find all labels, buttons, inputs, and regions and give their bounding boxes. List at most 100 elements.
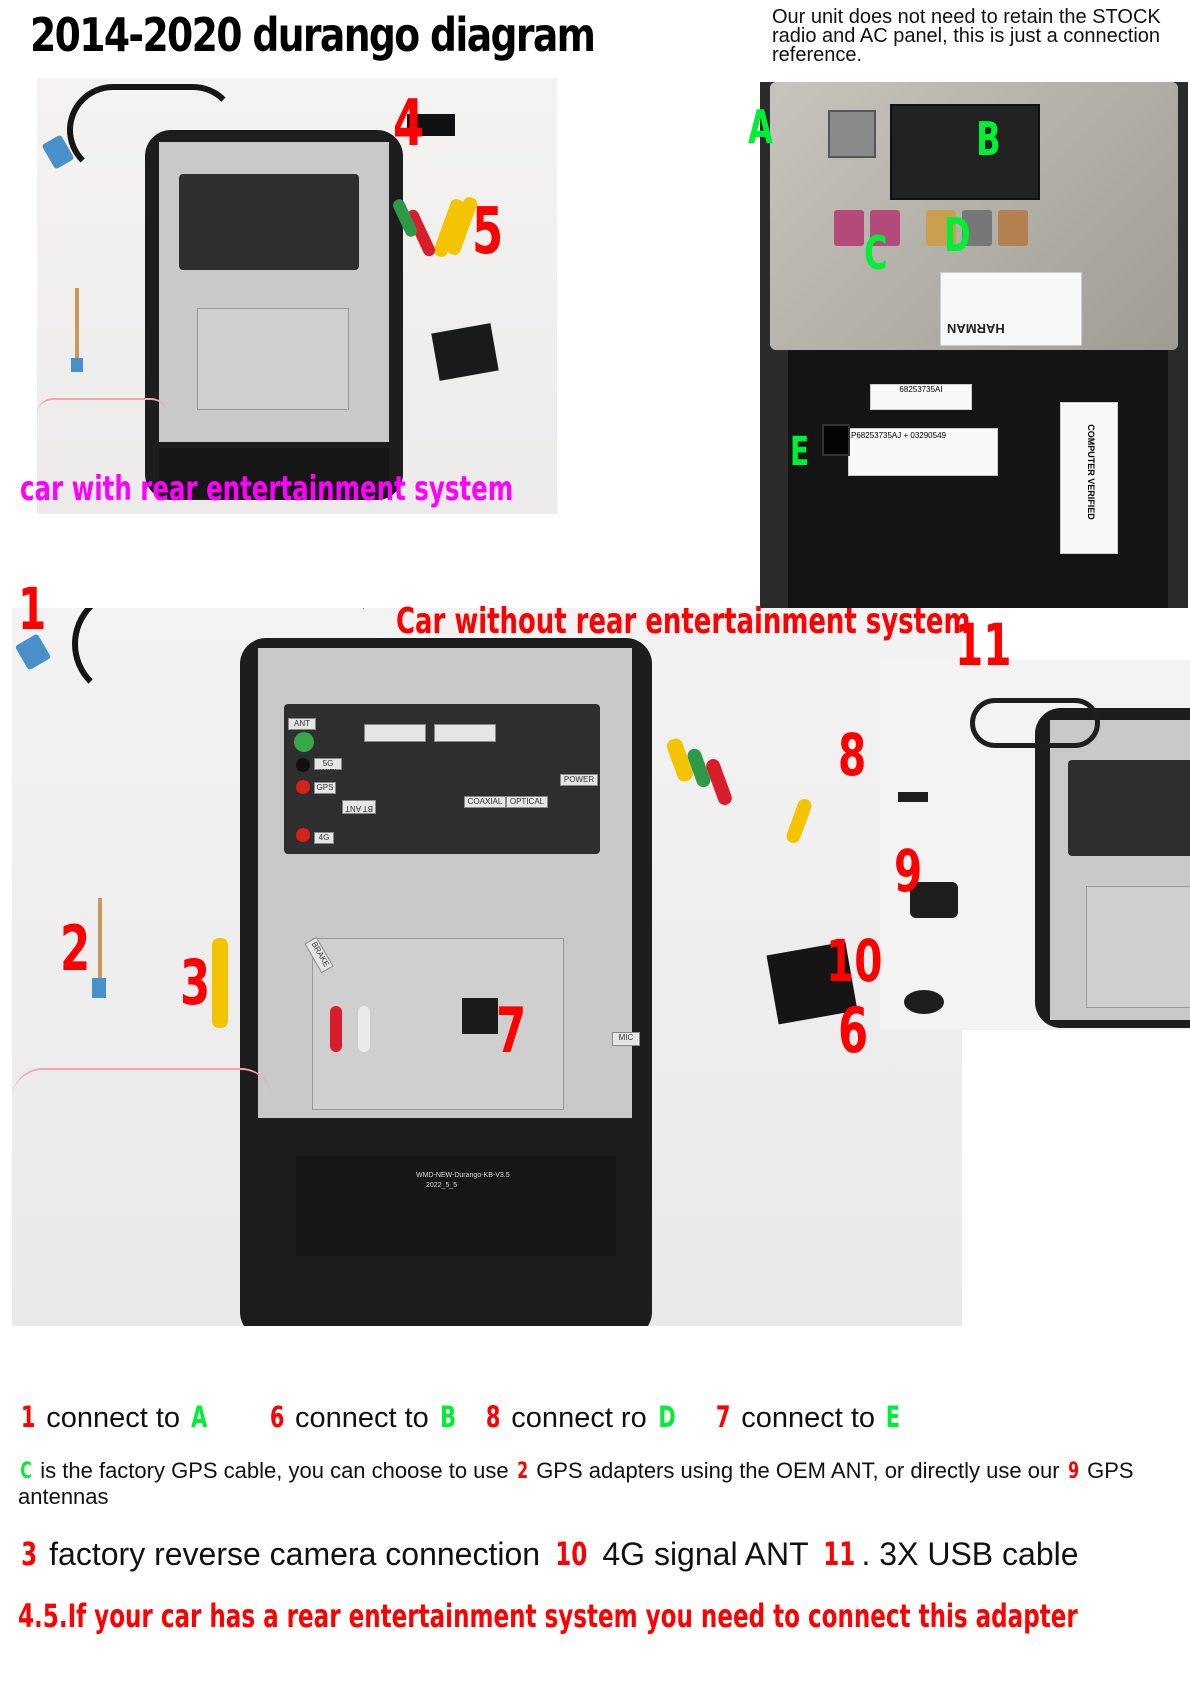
callout-a: A (748, 100, 773, 154)
gps-antenna-9 (910, 882, 958, 918)
legend-line-accessories: 3 factory reverse camera connection 10 4… (18, 1535, 1078, 1573)
board-date: 2022_5_5 (426, 1182, 458, 1189)
adapter-box (407, 114, 455, 136)
harness-connector (431, 323, 499, 381)
harman-sticker: HARMAN (940, 272, 1082, 346)
connector-white (364, 724, 426, 742)
gps-port (296, 780, 310, 794)
connector-white (434, 724, 496, 742)
4g-antenna-10 (904, 990, 944, 1014)
pink-wire (37, 398, 167, 430)
rca-yellow-reverse-camera (212, 938, 228, 1028)
gps-adapter-connector (71, 358, 83, 372)
callout-11: 11 (955, 611, 1012, 679)
legend-num-7: 7 (715, 1400, 731, 1434)
legend-text: is the factory GPS cable, you can choose… (34, 1458, 515, 1483)
sticker-computer-verified: COMPUTER VERIFIED (1060, 402, 1118, 554)
legend-text: connect to (38, 1402, 189, 1434)
harman-brand: HARMAN (947, 321, 1005, 336)
port-7-socket (462, 998, 498, 1034)
callout-9: 9 (894, 837, 923, 905)
port-label-4g: 4G (314, 832, 334, 844)
legend-num-11: 11 (823, 1535, 856, 1573)
legend-letter-b: B (439, 1400, 456, 1434)
callout-1: 1 (18, 575, 47, 643)
head-unit-box (1086, 886, 1190, 1008)
legend-letter-c: C (20, 1459, 32, 1484)
head-unit-radio-module: ANT 5G WIFI GPS 4G COAXIAL OPTICAL POWER (284, 704, 600, 854)
legend-num-3: 3 (21, 1535, 38, 1573)
photo-no-rear-entertainment-unit: ANT 5G WIFI GPS 4G COAXIAL OPTICAL POWER… (12, 608, 962, 1326)
4g-port (296, 828, 310, 842)
cable (67, 84, 239, 176)
legend-text: GPS antennas (18, 1458, 1134, 1509)
port-label-coaxial: COAXIAL (464, 796, 506, 808)
legend-letter-d: D (658, 1400, 676, 1434)
usb-cables-11 (970, 698, 1100, 748)
sticker-barcode: P68253735AJ + 03290549 (848, 428, 998, 476)
callout-10: 10 (826, 927, 883, 995)
connector-b (890, 104, 1040, 200)
sticker-part-number: 68253735AI (870, 384, 972, 410)
callout-e: E (790, 429, 810, 475)
legend-text: connect to (286, 1402, 437, 1434)
photo-accessories (880, 660, 1190, 1030)
ant-port (294, 732, 314, 752)
fakra-port (870, 210, 900, 246)
head-unit-bottom-board (159, 448, 389, 498)
port-label-5g-wifi: 5G WIFI (314, 758, 342, 777)
wifi-port (296, 758, 310, 772)
gps-adapter-connector (92, 978, 106, 998)
head-unit-box (312, 938, 564, 1110)
port-label-gps: GPS (314, 782, 336, 794)
callout-2: 2 (60, 912, 91, 985)
port-label-optical: OPTICAL (506, 796, 548, 808)
legend-text: GPS adapters using the OEM ANT, or direc… (530, 1458, 1066, 1483)
callout-7: 7 (496, 994, 527, 1067)
callout-3: 3 (180, 946, 211, 1019)
photo-rear-entertainment-unit (37, 78, 557, 514)
gps-adapter-cable (98, 898, 102, 978)
callout-b: B (976, 112, 1001, 166)
caption-without-rear-entertainment: Car without rear entertainment system (396, 601, 971, 642)
fakra-port-d (998, 210, 1028, 246)
legend-num-10: 10 (555, 1535, 588, 1573)
legend-letter-a: A (191, 1400, 208, 1434)
legend-line-connections: 1 connect to A 6 connect to B 8 connect … (18, 1400, 903, 1435)
legend-text: connect ro (503, 1402, 655, 1434)
antenna-connector-8 (898, 792, 928, 802)
rca-yellow (784, 796, 814, 846)
pink-wire (12, 1068, 272, 1130)
caption-with-rear-entertainment: car with rear entertainment system (20, 469, 514, 509)
head-unit-radio-module (1068, 760, 1190, 856)
connector-a (828, 110, 876, 158)
page-title: 2014-2020 durango diagram (30, 8, 596, 62)
cable-tag-mic: MIC (612, 1032, 640, 1046)
head-unit-bottom-board: WMD-NEW-Durango-KB-V3.5 2022_5_5 (296, 1156, 616, 1256)
legend-text: 4G signal ANT (593, 1536, 817, 1572)
cable-tag-bt-ant: BT ANT (342, 800, 376, 814)
photo-stock-radio: HARMAN 68253735AI P68253735AJ + 03290549… (760, 82, 1188, 608)
port-label-ant: ANT (288, 718, 316, 730)
legend-letter-e: E (885, 1400, 901, 1434)
port-label-power: POWER (560, 774, 598, 786)
rca-white (358, 1006, 370, 1052)
legend-line-gps: C is the factory GPS cable, you can choo… (18, 1458, 1188, 1509)
callout-6: 6 (838, 994, 869, 1067)
head-unit-radio-module (179, 174, 359, 270)
legend-num-9: 9 (1067, 1459, 1079, 1484)
fakra-port (962, 210, 992, 246)
board-text: WMD-NEW-Durango-KB-V3.5 (416, 1172, 510, 1179)
legend-text: factory reverse camera connection (40, 1536, 549, 1572)
usb-cable-1 (72, 608, 384, 700)
rear-entertainment-footnote: 4.5.If your car has a rear entertainment… (18, 1597, 1078, 1635)
fakra-port (834, 210, 864, 246)
connector-e (822, 424, 850, 456)
legend-text: connect to (733, 1402, 884, 1434)
rca-red (330, 1006, 342, 1052)
callout-5: 5 (472, 195, 504, 269)
legend-num-6: 6 (269, 1400, 285, 1434)
gps-adapter-cable (75, 288, 79, 358)
callout-8: 8 (838, 721, 867, 789)
fakra-port-c (926, 210, 956, 246)
